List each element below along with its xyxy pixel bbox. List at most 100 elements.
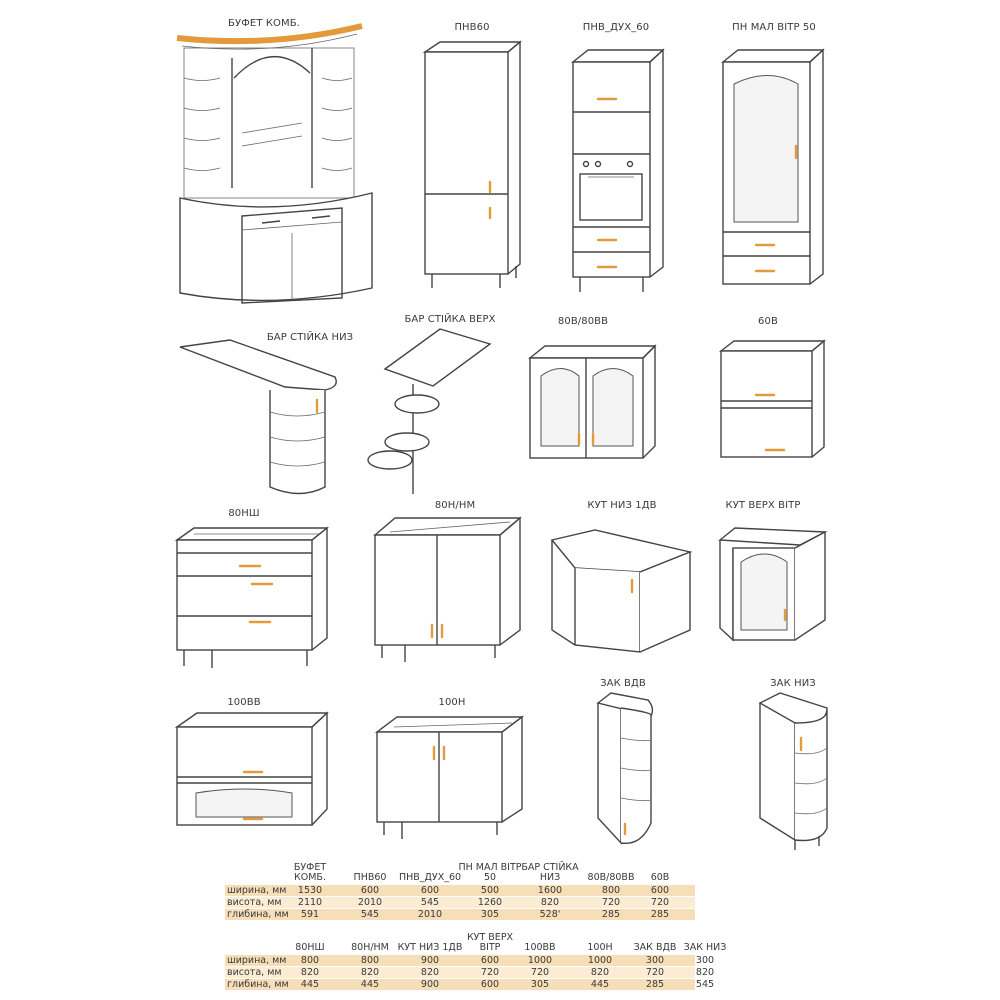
table-cell: 1600 [537, 885, 563, 896]
100n-drawing [374, 715, 525, 839]
item-label: 80Н/НМ [434, 500, 476, 511]
table-cell: 720 [650, 897, 670, 908]
table-cell: 445 [300, 979, 320, 990]
table-cell: 600 [650, 885, 670, 896]
column-header: КУТ НИЗ 1ДВ [397, 942, 463, 953]
table-cell: 800 [360, 955, 380, 966]
table-cell: 285 [601, 909, 621, 920]
row-label: ширина, мм [227, 955, 287, 966]
column-header: 80Н/НМ [351, 942, 389, 953]
row-label: висота, мм [227, 967, 282, 978]
item-barniz: БАР СТІЙКА НИЗ [175, 332, 354, 502]
table-cell: 445 [590, 979, 610, 990]
table-cell: 600 [420, 885, 440, 896]
table-cell: 820 [420, 967, 440, 978]
column-header: КУТ ВЕРХ ВІТР [466, 932, 514, 953]
table-cell: 600 [480, 955, 500, 966]
barverh-drawing [367, 328, 492, 494]
table-cell: 300 [695, 955, 715, 966]
item-label: БАР СТІЙКА ВЕРХ [404, 314, 496, 325]
item-label: ЗАК НИЗ [770, 678, 816, 689]
table-cell: 800 [601, 885, 621, 896]
column-header: БАР СТІЙКА НИЗ [521, 862, 579, 883]
pnvdux-drawing [571, 48, 665, 292]
item-kutniz: КУТ НИЗ 1ДВ [550, 500, 700, 660]
table-cell: 285 [650, 909, 670, 920]
column-header: 100ВВ [524, 942, 556, 953]
table-cell: 900 [420, 955, 440, 966]
item-bufet: БУФЕТ КОМБ. [172, 18, 373, 310]
table-cell: 305 [480, 909, 500, 920]
item-80nsh: 80НШ [172, 508, 332, 673]
item-pnv60: ПНВ60 [420, 22, 525, 292]
table-cell: 591 [300, 909, 320, 920]
80v-drawing [528, 344, 657, 459]
table-cell: 545 [420, 897, 440, 908]
kutniz-drawing [550, 529, 693, 653]
item-label: БАР СТІЙКА НИЗ [266, 332, 354, 343]
table-cell: 528' [539, 909, 561, 920]
table-cell: 800 [300, 955, 320, 966]
item-zakvdv: ЗАК ВДВ [593, 678, 663, 848]
item-label: 80В/80ВВ [557, 316, 609, 327]
table-cell: 820 [300, 967, 320, 978]
column-header: 80НШ [295, 942, 325, 953]
item-label: ПН МАЛ ВІТР 50 [732, 22, 816, 33]
item-label: 60В [758, 316, 778, 327]
column-header: БУФЕТ КОМБ. [293, 862, 327, 883]
column-header: 100Н [587, 942, 613, 953]
table-cell: 500 [480, 885, 500, 896]
table-cell: 720 [530, 967, 550, 978]
item-pnvdux: ПНВ_ДУХ_60 [568, 22, 668, 297]
row-label: глибина, мм [227, 909, 289, 920]
column-header: ПНВ60 [353, 872, 387, 883]
item-label: 80НШ [228, 508, 260, 519]
item-label: 100Н [438, 697, 466, 708]
table-cell: 720 [645, 967, 665, 978]
table-cell: 820 [360, 967, 380, 978]
item-label: БУФЕТ КОМБ. [228, 18, 300, 29]
table-cell: 545 [360, 909, 380, 920]
zakvdv-drawing [596, 692, 654, 845]
table-cell: 720 [480, 967, 500, 978]
barniz-drawing [179, 339, 337, 495]
item-kutverh: КУТ ВЕРХ ВІТР [715, 500, 835, 650]
item-80n: 80Н/НМ [370, 500, 530, 670]
kutverh-drawing [718, 527, 828, 642]
table-cell: 285 [645, 979, 665, 990]
table-cell: 1000 [527, 955, 553, 966]
column-header: ПНВ_ДУХ_60 [398, 872, 462, 883]
table-cell: 900 [420, 979, 440, 990]
table-cell: 2010 [417, 909, 443, 920]
item-zakniz: ЗАК НИЗ [755, 678, 835, 858]
pnmal-drawing [721, 48, 825, 285]
item-label: 100ВВ [227, 697, 261, 708]
table-cell: 1000 [587, 955, 613, 966]
80n-drawing [373, 516, 522, 662]
table-row: глибина, мм 591 545 2010 305 528' 285 285 [225, 909, 695, 920]
table-cell: 1260 [477, 897, 503, 908]
item-80v: 80В/80ВВ [525, 316, 665, 466]
item-60v: 60В [716, 316, 831, 466]
item-pnmal: ПН МАЛ ВІТР 50 [718, 22, 828, 292]
table-cell: 2110 [297, 897, 323, 908]
80nsh-drawing [174, 526, 329, 668]
table-cell: 445 [360, 979, 380, 990]
item-label: ПНВ_ДУХ_60 [582, 22, 650, 33]
table-cell: 820 [695, 967, 715, 978]
column-header: ЗАК ВДВ [633, 942, 677, 953]
table-cell: 720 [601, 897, 621, 908]
column-header: 80В/80ВВ [587, 872, 635, 883]
item-label: КУТ ВЕРХ ВІТР [725, 500, 801, 511]
item-label: КУТ НИЗ 1ДВ [587, 500, 657, 511]
column-header: ЗАК НИЗ [683, 942, 727, 953]
column-header: 60В [650, 872, 670, 883]
table-cell: 600 [480, 979, 500, 990]
item-label: ЗАК ВДВ [600, 678, 646, 689]
